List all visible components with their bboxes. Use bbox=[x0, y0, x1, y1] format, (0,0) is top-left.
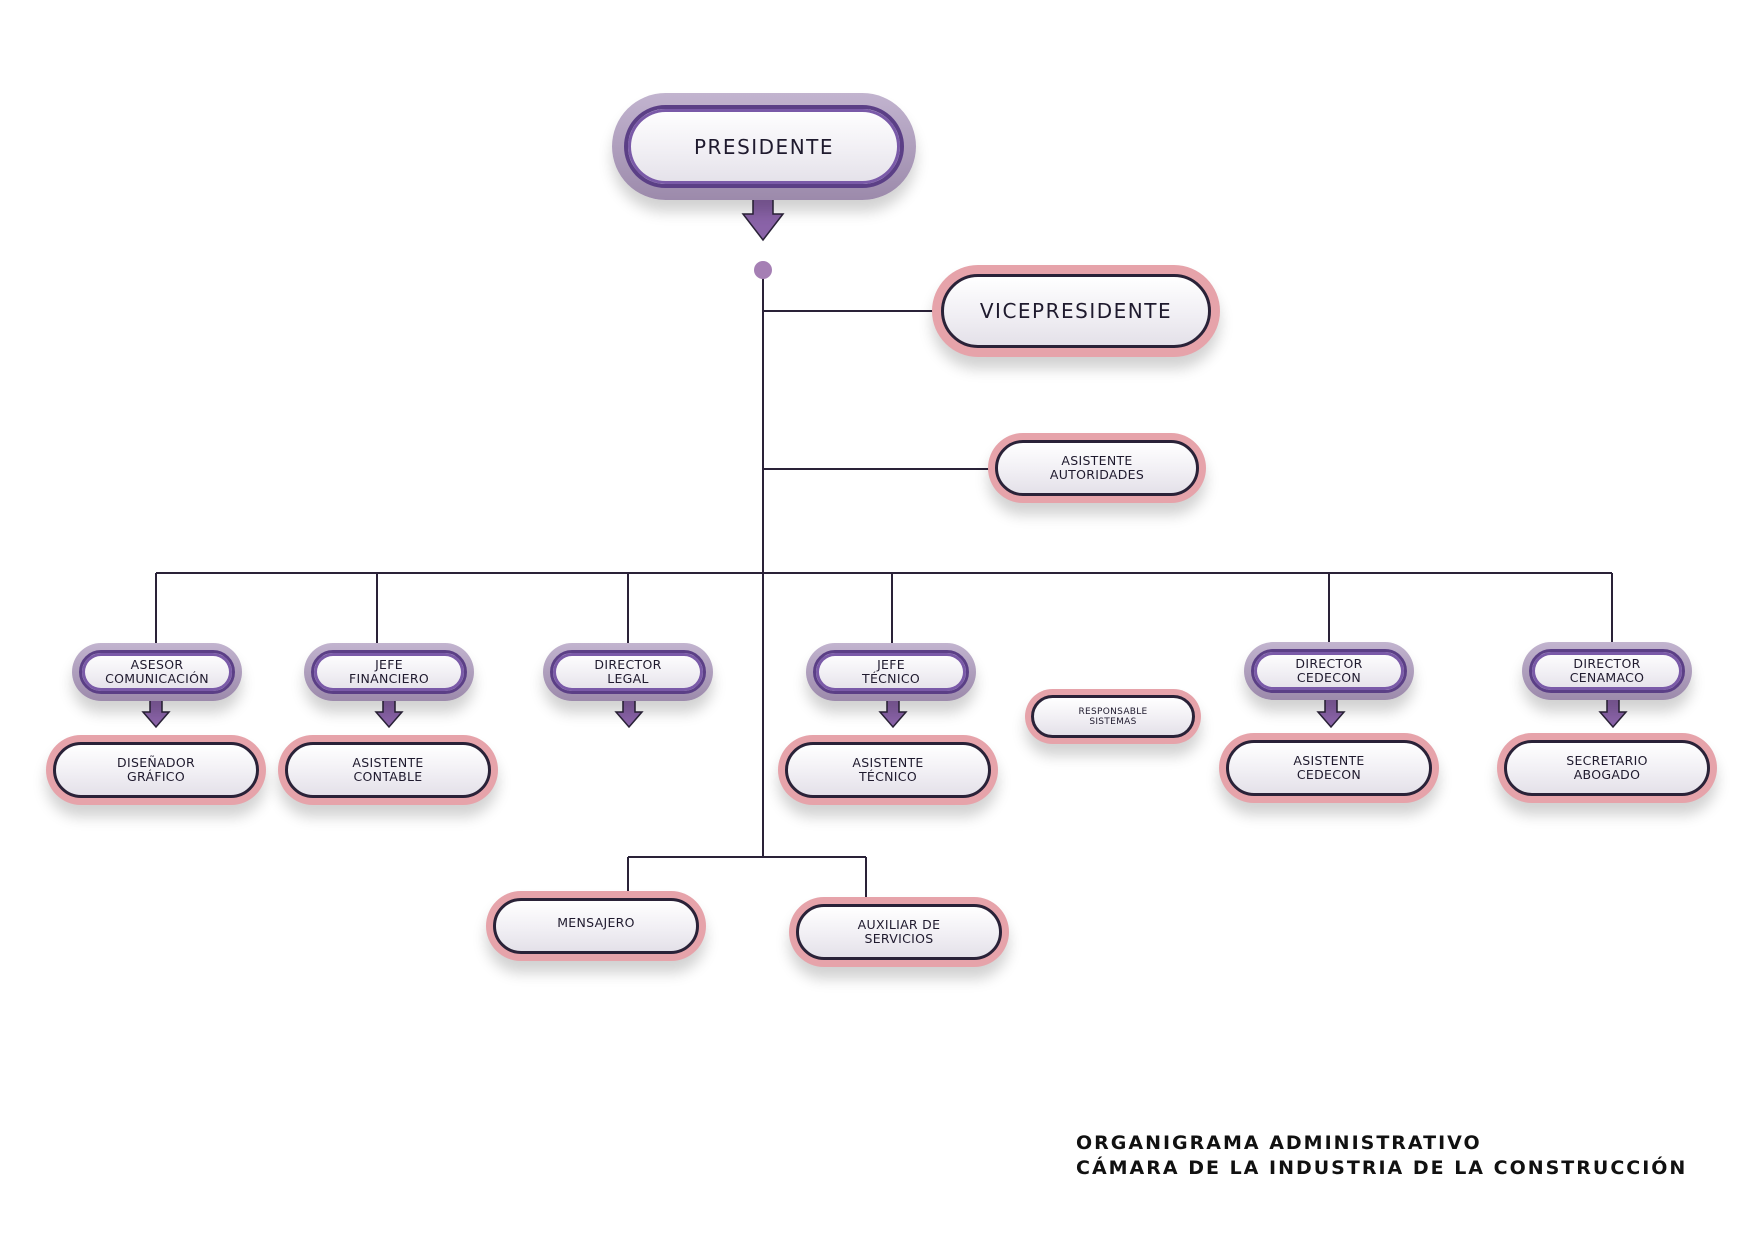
node-asistente-autoridades: ASISTENTE AUTORIDADES bbox=[988, 433, 1206, 503]
node-asistente-tecnico: ASISTENTE TÉCNICO bbox=[778, 735, 998, 805]
node-asistente-contable: ASISTENTE CONTABLE bbox=[278, 735, 498, 805]
arrow-down-icon bbox=[141, 697, 171, 729]
node-asistente-cedecon: ASISTENTE CEDECON bbox=[1219, 733, 1439, 803]
node-director-legal: DIRECTOR LEGAL bbox=[543, 643, 713, 701]
arrow-down-icon bbox=[374, 697, 404, 729]
arrow-down-icon bbox=[1598, 697, 1628, 729]
node-label: AUXILIAR DE SERVICIOS bbox=[857, 917, 941, 946]
node-auxiliar-servicios: AUXILIAR DE SERVICIOS bbox=[789, 897, 1009, 967]
node-label: ASISTENTE AUTORIDADES bbox=[1049, 453, 1145, 482]
junction-dot bbox=[754, 261, 772, 279]
diagram-subtitle: CÁMARA DE LA INDUSTRIA DE LA CONSTRUCCIÓ… bbox=[1076, 1157, 1688, 1179]
node-label: ASISTENTE TÉCNICO bbox=[852, 755, 924, 784]
arrow-down-icon bbox=[1316, 697, 1346, 729]
node-director-cenamaco: DIRECTOR CENAMACO bbox=[1522, 642, 1692, 700]
node-presidente: PRESIDENTE bbox=[612, 93, 916, 200]
node-disenador-grafico: DISEÑADOR GRÁFICO bbox=[46, 735, 266, 805]
node-label: ASISTENTE CEDECON bbox=[1293, 753, 1365, 782]
node-mensajero: MENSAJERO bbox=[486, 891, 706, 961]
node-responsable-sistemas: RESPONSABLE SISTEMAS bbox=[1025, 689, 1201, 744]
node-label: JEFE FINANCIERO bbox=[349, 657, 429, 686]
node-label: ASESOR COMUNICACIÓN bbox=[105, 657, 209, 686]
node-label: MENSAJERO bbox=[557, 915, 635, 930]
node-label: SECRETARIO ABOGADO bbox=[1566, 753, 1648, 782]
node-label: DISEÑADOR GRÁFICO bbox=[117, 755, 195, 784]
node-jefe-financiero: JEFE FINANCIERO bbox=[304, 643, 474, 701]
node-label: JEFE TÉCNICO bbox=[862, 657, 920, 686]
node-label: VICEPRESIDENTE bbox=[979, 299, 1173, 323]
node-director-cedecon: DIRECTOR CEDECON bbox=[1244, 642, 1414, 700]
diagram-title: ORGANIGRAMA ADMINISTRATIVO bbox=[1076, 1132, 1482, 1154]
node-jefe-tecnico: JEFE TÉCNICO bbox=[806, 643, 976, 701]
arrow-down-icon bbox=[614, 697, 644, 729]
node-secretario-abogado: SECRETARIO ABOGADO bbox=[1497, 733, 1717, 803]
node-label: PRESIDENTE bbox=[693, 134, 835, 159]
node-label: DIRECTOR LEGAL bbox=[594, 657, 662, 686]
node-label: ASISTENTE CONTABLE bbox=[352, 755, 424, 784]
node-asesor-comunicacion: ASESOR COMUNICACIÓN bbox=[72, 643, 242, 701]
node-label: DIRECTOR CENAMACO bbox=[1569, 656, 1645, 685]
node-label: RESPONSABLE SISTEMAS bbox=[1078, 706, 1148, 727]
node-vicepresidente: VICEPRESIDENTE bbox=[932, 265, 1220, 357]
node-label: DIRECTOR CEDECON bbox=[1295, 656, 1363, 685]
arrow-down-icon bbox=[878, 697, 908, 729]
